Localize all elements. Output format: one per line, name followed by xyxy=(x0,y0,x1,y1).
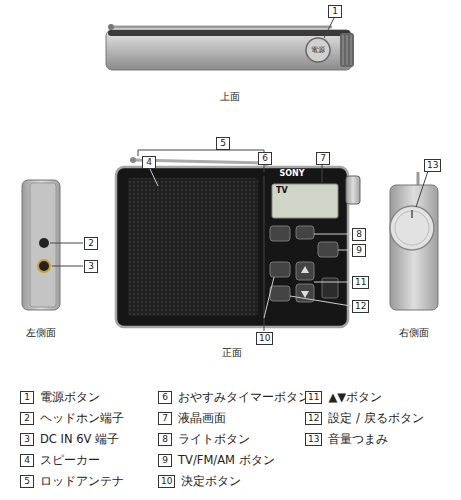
callout-number: 4 xyxy=(20,454,34,467)
callout-number: 11 xyxy=(352,276,369,289)
legend-item: 5 ロッドアンテナ xyxy=(20,474,124,488)
legend-item: 1 電源ボタン xyxy=(20,390,100,404)
legend-item: 3 DC IN 6V 端子 xyxy=(20,432,119,446)
legend-item: 12 設定 / 戻るボタン xyxy=(305,411,424,425)
legend-item: 11 ▲▼ボタン xyxy=(305,390,382,404)
callout-number: 4 xyxy=(142,156,156,169)
callout-number: 9 xyxy=(352,244,366,257)
part-name: ロッドアンテナ xyxy=(40,474,124,488)
callout-number: 2 xyxy=(84,237,98,250)
legend-item: 2 ヘッドホン端子 xyxy=(20,411,124,425)
callout-number: 12 xyxy=(352,300,369,313)
callout-number: 11 xyxy=(305,391,322,404)
callout-number: 12 xyxy=(305,412,322,425)
legend-item: 6 おやすみタイマーボタン xyxy=(158,390,310,404)
view-label: 上面 xyxy=(220,90,240,104)
legend-item: 10 決定ボタン xyxy=(158,474,241,488)
callout-number: 6 xyxy=(258,152,272,165)
part-name: 電源ボタン xyxy=(40,390,100,404)
view-label: 正面 xyxy=(222,346,242,360)
callout-number: 2 xyxy=(20,412,34,425)
legend-item: 7 液晶画面 xyxy=(158,411,226,425)
part-name: 液晶画面 xyxy=(178,411,226,425)
part-name: スピーカー xyxy=(40,453,100,467)
view-label: 右側面 xyxy=(399,326,429,340)
legend-item: 9 TV/FM/AM ボタン xyxy=(158,453,275,467)
callout-number: 4 xyxy=(142,156,156,169)
callout-number: 5 xyxy=(216,137,230,150)
callout-number: 10 xyxy=(256,332,273,345)
front-view xyxy=(116,149,360,331)
part-name: DC IN 6V 端子 xyxy=(40,432,119,446)
callout-number: 10 xyxy=(158,475,175,488)
callout-number: 7 xyxy=(158,412,172,425)
lcd-text: TV xyxy=(276,186,288,195)
callout-number: 3 xyxy=(84,260,98,273)
legend-item: 8 ライトボタン xyxy=(158,432,250,446)
callout-number: 9 xyxy=(352,244,366,257)
part-name: 音量つまみ xyxy=(328,432,388,446)
callout-number: 7 xyxy=(316,152,330,165)
callout-number: 2 xyxy=(84,237,98,250)
part-name: ▲▼ボタン xyxy=(328,390,382,404)
part-name: TV/FM/AM ボタン xyxy=(178,453,275,467)
callout-number: 1 xyxy=(20,391,34,404)
callout-number: 1 xyxy=(328,5,342,18)
callout-number: 3 xyxy=(84,260,98,273)
brand-logo: SONY xyxy=(279,169,304,178)
callout-number: 13 xyxy=(305,433,322,446)
callout-number: 7 xyxy=(316,152,330,165)
top-view xyxy=(106,18,354,70)
view-label: 左側面 xyxy=(26,326,56,340)
callout-number: 8 xyxy=(158,433,172,446)
callout-number: 6 xyxy=(258,152,272,165)
callout-number: 12 xyxy=(352,300,369,313)
part-name: おやすみタイマーボタン xyxy=(178,390,310,404)
right-view xyxy=(390,171,438,310)
part-name: 決定ボタン xyxy=(181,474,241,488)
callout-number: 8 xyxy=(352,228,366,241)
legend-item: 13 音量つまみ xyxy=(305,432,388,446)
callout-number: 9 xyxy=(158,454,172,467)
callout-number: 1 xyxy=(328,5,342,18)
part-name: ヘッドホン端子 xyxy=(40,411,124,425)
part-name: ライトボタン xyxy=(178,432,250,446)
callout-number: 6 xyxy=(158,391,172,404)
callout-number: 13 xyxy=(424,159,441,172)
callout-number: 3 xyxy=(20,433,34,446)
callout-number: 10 xyxy=(256,332,273,345)
legend-item: 4 スピーカー xyxy=(20,453,100,467)
callout-number: 5 xyxy=(20,475,34,488)
callout-number: 13 xyxy=(424,159,441,172)
callout-number: 8 xyxy=(352,228,366,241)
button-text: 電源 xyxy=(311,45,325,55)
callout-number: 11 xyxy=(352,276,369,289)
left-view xyxy=(22,180,83,310)
part-name: 設定 / 戻るボタン xyxy=(328,411,423,425)
callout-number: 5 xyxy=(216,137,230,150)
